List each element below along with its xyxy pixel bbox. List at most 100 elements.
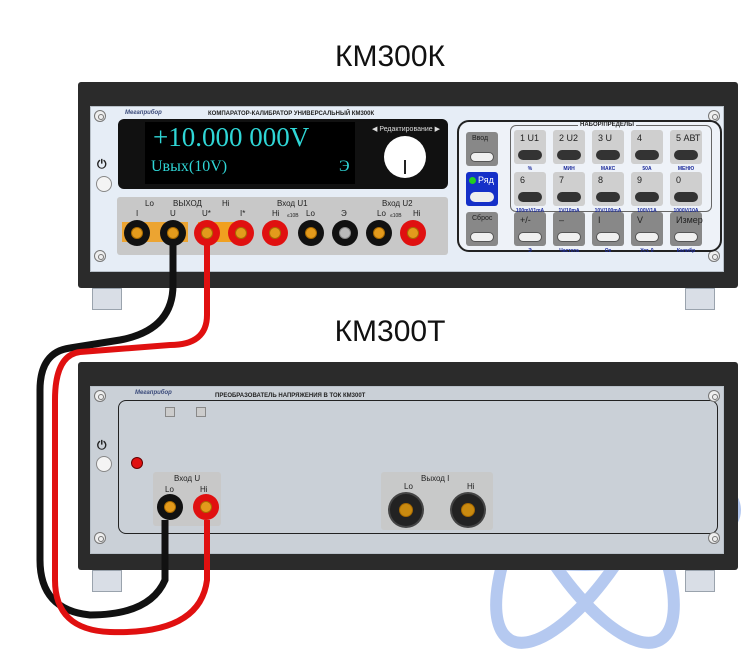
keypad-key[interactable]: – [553, 212, 585, 246]
jack-in1-hi[interactable] [262, 220, 288, 246]
screw-icon [708, 532, 720, 544]
key-label: 7 [559, 175, 565, 185]
terminal-label: U [170, 209, 176, 218]
input1-hi-label: Hi [272, 209, 280, 218]
keypad-key[interactable]: 5 АВТ [670, 130, 702, 164]
edit-knob[interactable] [384, 136, 426, 178]
status-led [131, 457, 143, 469]
input2-limit: ≤10В [390, 213, 402, 219]
row-button[interactable]: Ряд [466, 172, 498, 206]
enter-button[interactable]: Ввод [466, 132, 498, 166]
keypad-key[interactable]: 6 [514, 172, 546, 206]
key-sublabel: МЕНЮ [677, 166, 695, 172]
input-u-label: Вход U [174, 474, 201, 483]
indicator-square [165, 407, 175, 417]
led-indicator-icon [469, 177, 476, 184]
output-i-lo-label: Lo [404, 482, 413, 491]
keypad-key[interactable]: 8 [592, 172, 624, 206]
output-i-hi-label: Hi [467, 482, 475, 491]
output-i-label: Выход I [421, 474, 450, 483]
key-label: 9 [637, 175, 643, 185]
screw-icon [94, 250, 106, 262]
foot [92, 570, 122, 592]
key-label: 5 АВТ [676, 133, 701, 143]
power-button[interactable] [96, 176, 112, 192]
key-label: 1 U1 [520, 133, 540, 143]
keypad-key[interactable]: 7 [553, 172, 585, 206]
key-label: 0 [676, 175, 682, 185]
jack-out-i-lo[interactable] [124, 220, 150, 246]
screw-icon [94, 532, 106, 544]
power-button[interactable] [96, 456, 112, 472]
input-u-lo-label: Lo [165, 485, 174, 494]
key-sublabel: Уст. 0 [640, 248, 654, 254]
display-flag: Э [339, 158, 350, 175]
display-mode: Uвых(10V) [151, 158, 228, 175]
keypad-key[interactable]: 4 [631, 130, 663, 164]
keypad-key[interactable]: V [631, 212, 663, 246]
foot [685, 570, 715, 592]
key-sublabel: % [527, 166, 533, 172]
input2-group-label: Вход U2 [382, 199, 413, 208]
jack-out-u-lo[interactable] [160, 220, 186, 246]
keypad-key[interactable]: 2 U2 [553, 130, 585, 164]
input2-lo-label: Lo [377, 209, 386, 218]
binding-post-lo[interactable] [390, 494, 422, 526]
screw-icon [94, 390, 106, 402]
device1-panel-label: КОМПАРАТОР-КАЛИБРАТОР УНИВЕРСАЛЬНЫЙ КМ30… [208, 111, 375, 117]
key-label: I [598, 215, 601, 225]
keypad-key[interactable]: +/- [514, 212, 546, 246]
jack-in2-hi[interactable] [400, 220, 426, 246]
foot [92, 288, 122, 310]
lcd-screen: +10.000 000V Uвых(10V) Э [145, 122, 355, 184]
key-sublabel: Калибр [676, 248, 696, 254]
key-sublabel: 50A [642, 166, 652, 172]
binding-post-hi[interactable] [452, 494, 484, 526]
key-sublabel: 1000V/10A [673, 208, 699, 214]
device2-panel-label: ПРЕОБРАЗОВАТЕЛЬ НАПРЯЖЕНИЯ В ТОК КМ300Т [215, 393, 366, 399]
jack-ground[interactable] [332, 220, 358, 246]
foot [685, 288, 715, 310]
cable-black [36, 245, 177, 619]
screw-icon [94, 110, 106, 122]
jack-in1-lo[interactable] [298, 220, 324, 246]
brand-logo: Мегаприбор [135, 390, 172, 396]
keypad-group-title: НАБОР/ПРЕДЕЛЫ [578, 122, 636, 128]
brand-logo: Мегаприбор [125, 110, 162, 116]
jack-input-u-lo[interactable] [157, 494, 183, 520]
jack-out-u-hi[interactable] [194, 220, 220, 246]
key-label: 6 [520, 175, 526, 185]
keypad-key[interactable]: I [592, 212, 624, 246]
input1-limit: ≤10В [287, 213, 299, 219]
output-hi-label: Hi [222, 199, 230, 208]
input2-hi-label: Hi [413, 209, 421, 218]
key-label: Измер [676, 215, 703, 225]
key-sublabel: МАКС [600, 166, 616, 172]
output-group-label: ВЫХОД [173, 199, 202, 208]
input1-group-label: Вход U1 [277, 199, 308, 208]
jack-in2-lo[interactable] [366, 220, 392, 246]
ground-label: Э [341, 209, 347, 218]
key-sublabel: МИН [563, 166, 575, 172]
terminal-label: U* [202, 209, 211, 218]
key-label: V [637, 215, 644, 225]
keypad-key[interactable]: 9 [631, 172, 663, 206]
keypad-key[interactable]: 3 U [592, 130, 624, 164]
jack-input-u-hi[interactable] [193, 494, 219, 520]
key-sublabel: 1V/10mA [558, 208, 580, 214]
key-label: 4 [637, 133, 643, 143]
key-label: 3 U [598, 133, 613, 143]
input-u-hi-label: Hi [200, 485, 208, 494]
keypad-key[interactable]: 0 [670, 172, 702, 206]
display-main-value: +10.000 000V [153, 122, 310, 152]
jack-out-i-hi[interactable] [228, 220, 254, 246]
output-lo-label: Lo [145, 199, 154, 208]
keypad-key[interactable]: Измер [670, 212, 703, 246]
key-label: 2 U2 [559, 133, 579, 143]
key-sublabel: Частота [559, 248, 579, 254]
power-icon: ⏻ [97, 157, 107, 171]
indicator-square [196, 407, 206, 417]
device1-title: КМ300К [335, 40, 445, 73]
reset-button[interactable]: Сброс [466, 212, 498, 246]
keypad-key[interactable]: 1 U1 [514, 130, 546, 164]
